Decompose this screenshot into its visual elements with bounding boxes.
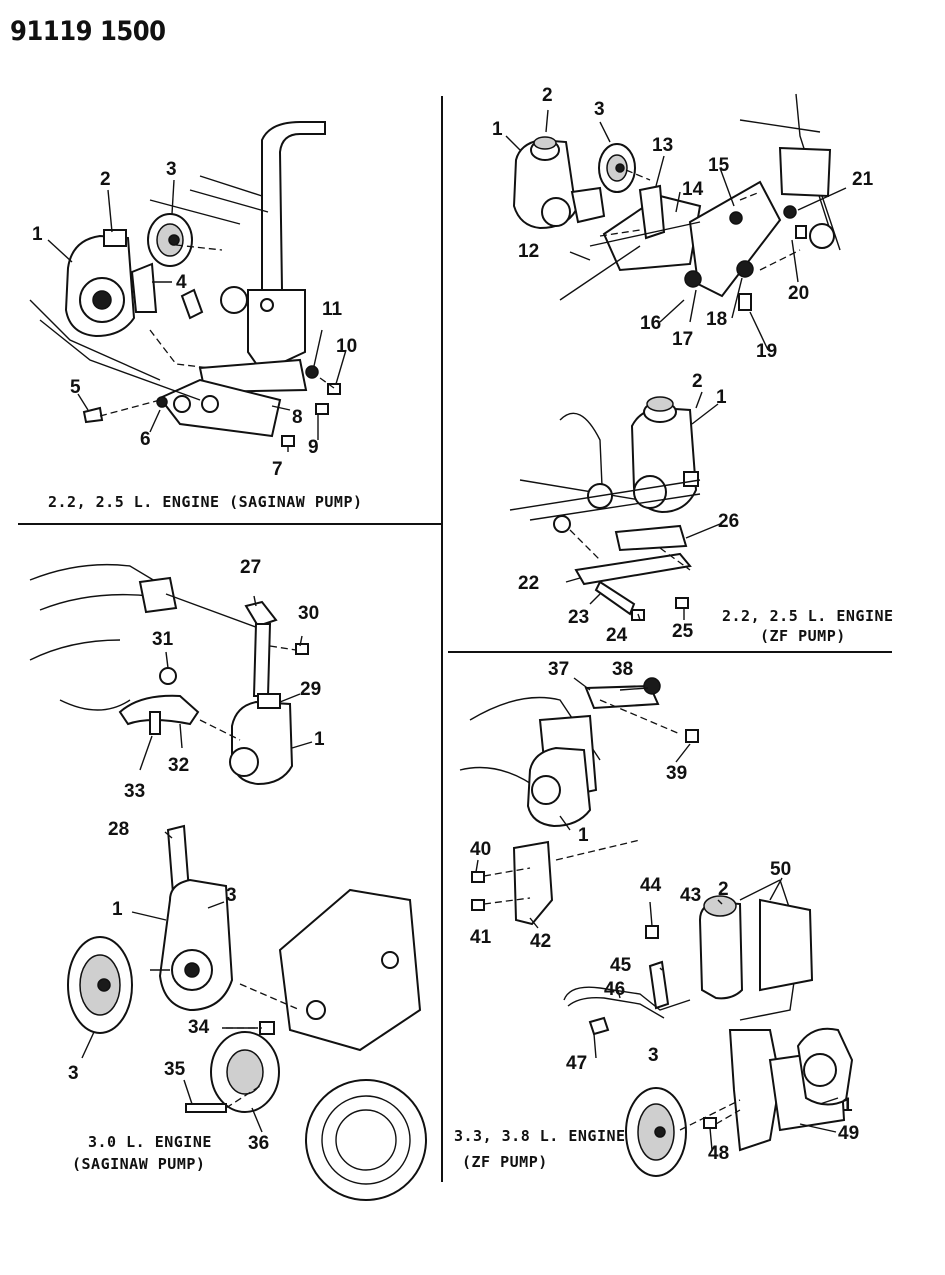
caption-saginaw-30-line1: 3.0 L. ENGINE bbox=[88, 1133, 212, 1151]
callout-50: 50 bbox=[770, 859, 792, 880]
caption-saginaw-30-line2: (SAGINAW PUMP) bbox=[72, 1155, 206, 1173]
callout-1: 1 bbox=[492, 119, 503, 140]
panel-bottom-right-art bbox=[459, 677, 854, 1177]
callout-44: 44 bbox=[640, 875, 662, 896]
callout-6: 6 bbox=[140, 429, 151, 450]
caption-zf-33-38-line1: 3.3, 3.8 L. ENGINE bbox=[454, 1127, 626, 1145]
callout-26: 26 bbox=[718, 511, 740, 532]
callout-3: 3 bbox=[648, 1045, 659, 1066]
callout-40: 40 bbox=[470, 839, 492, 860]
callout-27: 27 bbox=[240, 557, 262, 578]
panel-bottom-left-lower-art bbox=[67, 824, 427, 1201]
callout-45: 45 bbox=[610, 955, 632, 976]
callout-1: 1 bbox=[314, 729, 325, 750]
callout-1: 1 bbox=[32, 224, 43, 245]
callout-8: 8 bbox=[292, 407, 303, 428]
callout-30: 30 bbox=[298, 603, 320, 624]
callout-2: 2 bbox=[692, 371, 703, 392]
callout-18: 18 bbox=[706, 309, 728, 330]
panel-bottom-left-upper-art bbox=[29, 563, 313, 786]
callout-41: 41 bbox=[470, 927, 492, 948]
caption-zf-22-25-line1: 2.2, 2.5 L. ENGINE bbox=[722, 607, 894, 625]
callout-3: 3 bbox=[68, 1063, 79, 1084]
callout-39: 39 bbox=[666, 763, 688, 784]
callout-33: 33 bbox=[124, 781, 146, 802]
callout-49: 49 bbox=[838, 1123, 860, 1144]
callout-16: 16 bbox=[640, 313, 662, 334]
callout-20: 20 bbox=[788, 283, 810, 304]
callout-36: 36 bbox=[248, 1133, 270, 1154]
caption-zf-33-38-line2: (ZF PUMP) bbox=[462, 1153, 548, 1171]
callout-9: 9 bbox=[308, 437, 319, 458]
callout-3: 3 bbox=[594, 99, 605, 120]
callout-2: 2 bbox=[100, 169, 111, 190]
callout-24: 24 bbox=[606, 625, 628, 646]
panel-dividers bbox=[18, 96, 892, 1182]
callout-17: 17 bbox=[672, 329, 694, 350]
caption-saginaw-22-25: 2.2, 2.5 L. ENGINE (SAGINAW PUMP) bbox=[48, 493, 363, 511]
callout-25: 25 bbox=[672, 621, 694, 642]
callout-14: 14 bbox=[682, 179, 704, 200]
callout-1: 1 bbox=[716, 387, 727, 408]
document-id: 91119 1500 bbox=[10, 16, 166, 47]
callout-34: 34 bbox=[188, 1017, 210, 1038]
callout-48: 48 bbox=[708, 1143, 730, 1164]
panel-middle-right-art bbox=[509, 391, 721, 621]
callout-5: 5 bbox=[70, 377, 81, 398]
callout-11: 11 bbox=[322, 299, 343, 320]
callout-38: 38 bbox=[612, 659, 634, 680]
callout-19: 19 bbox=[756, 341, 778, 362]
callout-28: 28 bbox=[108, 819, 130, 840]
callout-23: 23 bbox=[568, 607, 590, 628]
panel-top-left-art bbox=[29, 121, 347, 452]
callout-22: 22 bbox=[518, 573, 540, 594]
panel-top-right-art bbox=[505, 93, 847, 351]
callout-7: 7 bbox=[272, 459, 283, 480]
callout-1: 1 bbox=[842, 1095, 853, 1116]
callout-47: 47 bbox=[566, 1053, 588, 1074]
callout-3: 3 bbox=[166, 159, 177, 180]
callout-29: 29 bbox=[300, 679, 322, 700]
callout-37: 37 bbox=[548, 659, 570, 680]
callout-29: 3 bbox=[226, 885, 237, 906]
callout-4: 4 bbox=[176, 272, 187, 293]
caption-zf-22-25-line2: (ZF PUMP) bbox=[760, 627, 846, 645]
callout-31: 31 bbox=[152, 629, 174, 650]
callout-12: 12 bbox=[518, 241, 540, 262]
callout-32: 32 bbox=[168, 755, 190, 776]
callout-10: 10 bbox=[336, 336, 358, 357]
callout-2: 2 bbox=[542, 85, 553, 106]
callout-46: 46 bbox=[604, 979, 626, 1000]
callout-21: 21 bbox=[852, 169, 874, 190]
callout-1: 1 bbox=[578, 825, 589, 846]
callout-42: 42 bbox=[530, 931, 552, 952]
callout-15: 15 bbox=[708, 155, 730, 176]
callout-2: 2 bbox=[718, 879, 729, 900]
callout-35: 35 bbox=[164, 1059, 186, 1080]
callout-13: 13 bbox=[652, 135, 674, 156]
callout-1: 1 bbox=[112, 899, 123, 920]
callout-43: 43 bbox=[680, 885, 702, 906]
